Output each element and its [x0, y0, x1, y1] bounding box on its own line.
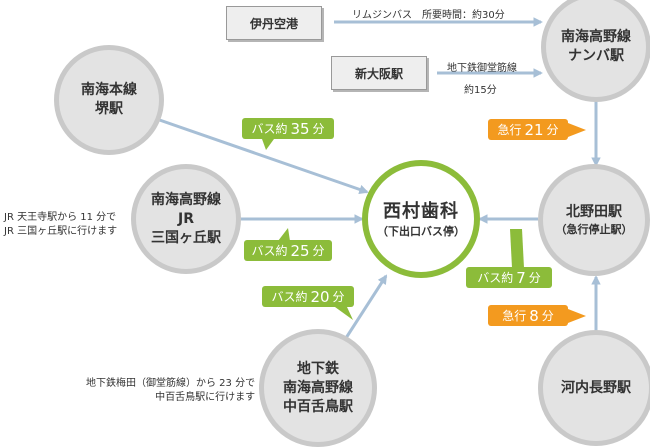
- tag-minutes: 21: [524, 120, 544, 139]
- tag-pointer-mikunigaoka: [278, 228, 290, 241]
- station-name-label: ナンバ駅: [568, 48, 624, 64]
- station-kitanoda: 北野田駅 （急行停止駅）: [538, 164, 650, 276]
- tag-prefix: 急行: [502, 309, 527, 323]
- bus-time-tag-kitanoda: バス約 7 分: [466, 267, 552, 288]
- tag-unit: 分: [528, 271, 541, 285]
- destination-name: 西村歯科: [383, 200, 459, 222]
- station-name-label: 北野田駅: [566, 204, 622, 220]
- origin-label: 伊丹空港: [249, 16, 298, 31]
- tag-pointer-nakamozu: [335, 307, 353, 320]
- note-umeda: 地下鉄梅田（御堂筋線）から 23 分で 中百舌鳥駅に行けます: [86, 377, 255, 405]
- destination-nishimura-dental: 西村歯科 （下出口バス停）: [362, 160, 480, 278]
- tag-pointer-kitanoda: [510, 229, 524, 268]
- origin-label: 新大阪駅: [354, 66, 403, 81]
- express-time-tag-kawachinagano: 急行 8 分: [488, 305, 568, 326]
- route-shin-osaka-time: 約15分: [464, 85, 497, 96]
- tag-unit: 分: [541, 309, 554, 323]
- tag-minutes: 20: [310, 287, 330, 306]
- bus-time-tag-mikunigaoka: バス約 25 分: [244, 240, 332, 261]
- tag-unit: 分: [332, 290, 345, 304]
- note-line: 地下鉄梅田（御堂筋線）から 23 分で: [86, 378, 256, 389]
- tag-unit: 分: [546, 123, 559, 137]
- note-line: 中百舌鳥駅に行けます: [155, 392, 256, 403]
- arrow-nakamozu-to-dental: [344, 274, 388, 339]
- origin-shin-osaka: 新大阪駅: [331, 56, 427, 90]
- note-line: JR 天王寺駅から 11 分で: [4, 212, 117, 223]
- station-line-label: JR: [178, 210, 194, 227]
- station-mikunigaoka: 南海高野線 JR 三国ヶ丘駅: [131, 164, 241, 274]
- origin-itami-airport: 伊丹空港: [226, 6, 322, 40]
- station-line-label: 南海高野線: [151, 191, 221, 208]
- tag-prefix: バス約: [251, 244, 288, 258]
- station-nakamozu: 地下鉄 南海高野線 中百舌鳥駅: [259, 329, 377, 447]
- station-line-label: 南海高野線: [561, 29, 631, 45]
- tag-prefix: 急行: [497, 123, 522, 137]
- express-time-tag-namba: 急行 21 分: [488, 119, 568, 140]
- tag-unit: 分: [312, 122, 325, 136]
- tag-pointer-sakai: [262, 139, 274, 150]
- route-shin-osaka-line: 地下鉄御堂筋線: [447, 63, 517, 74]
- note-line: JR 三国ヶ丘駅に行けます: [4, 226, 118, 237]
- note-jr-tennoji: JR 天王寺駅から 11 分で JR 三国ヶ丘駅に行けます: [4, 211, 117, 239]
- tag-minutes: 8: [529, 306, 539, 325]
- destination-bus-stop: （下出口バス停）: [377, 224, 465, 238]
- station-name-label: 三国ヶ丘駅: [151, 229, 221, 246]
- station-name-label: 河内長野駅: [561, 379, 631, 396]
- arrow-sakai-to-dental: [147, 114, 369, 195]
- tag-prefix: バス約: [477, 271, 514, 285]
- station-nankai-sakai: 南海本線 堺駅: [54, 45, 164, 155]
- route-itami-label: リムジンバス 所要時間：約30分: [352, 10, 505, 21]
- station-line-label: 南海高野線: [283, 379, 353, 396]
- tag-prefix: バス約: [251, 122, 288, 136]
- station-name-label: 堺駅: [95, 101, 123, 117]
- tag-unit: 分: [312, 244, 325, 258]
- station-namba: 南海高野線 ナンバ駅: [541, 0, 650, 102]
- station-note-label: （急行停止駅）: [555, 223, 633, 236]
- station-line-label: 南海本線: [81, 82, 137, 98]
- bus-time-tag-sakai: バス約 35 分: [242, 118, 334, 139]
- tag-minutes: 35: [290, 119, 310, 138]
- station-kawachinagano: 河内長野駅: [538, 330, 650, 446]
- tag-prefix: バス約: [271, 290, 308, 304]
- station-name-label: 中百舌鳥駅: [283, 398, 353, 415]
- tag-minutes: 25: [290, 241, 310, 260]
- station-line-label: 地下鉄: [297, 360, 339, 377]
- tag-pointer-kawachinagano-express: [568, 309, 586, 323]
- bus-time-tag-nakamozu: バス約 20 分: [262, 286, 354, 307]
- tag-minutes: 7: [516, 268, 526, 287]
- tag-pointer-namba-express: [568, 123, 586, 137]
